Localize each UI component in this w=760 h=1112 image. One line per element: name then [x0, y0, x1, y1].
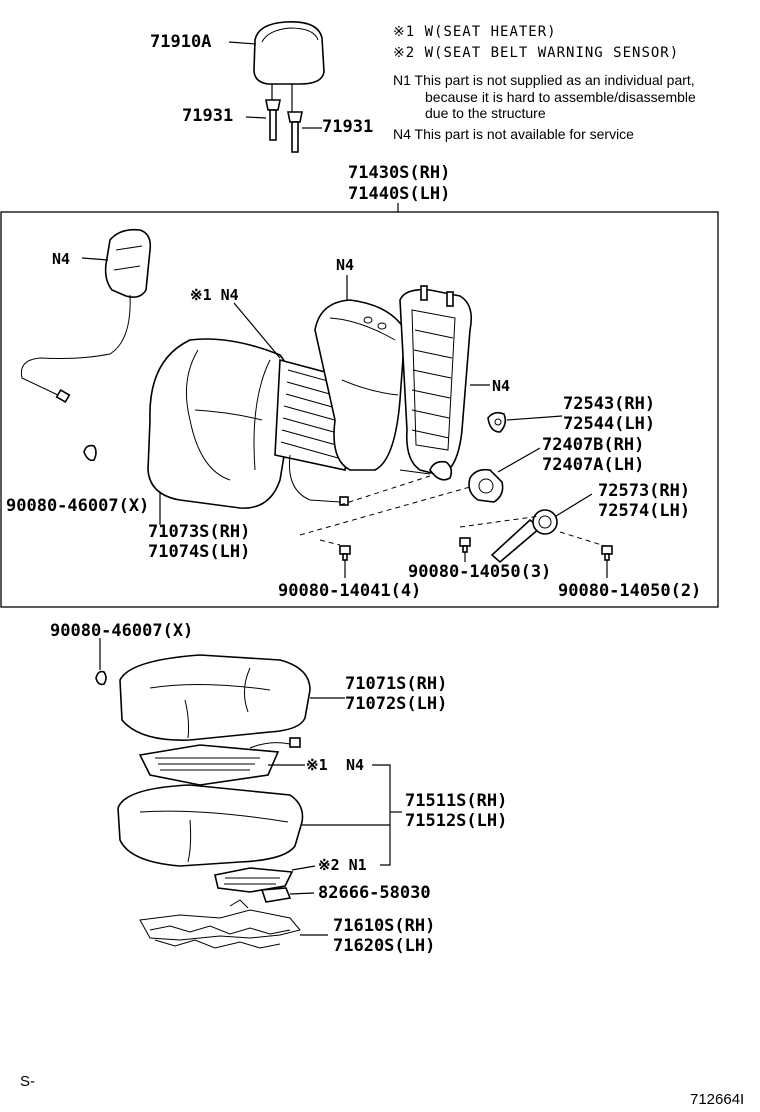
headrest-support-left — [245, 99, 281, 141]
label-71620S: 71620S(LH) — [333, 936, 436, 956]
legend-n4: N4 This part is not available for servic… — [393, 126, 634, 142]
label-72544: 72544(LH) — [563, 414, 656, 434]
label-71430S: 71430S(RH) — [348, 163, 451, 183]
clip-lower — [95, 638, 107, 686]
label-heater-mark: ※1 — [306, 756, 328, 774]
label-90080-46007-upper: 90080-46007(X) — [6, 496, 150, 516]
label-n4-armrest: N4 — [52, 250, 71, 268]
bolt-14041 — [339, 545, 351, 578]
label-sensor-mark: ※2 N1 — [318, 856, 367, 874]
label-71931-left: 71931 — [182, 106, 234, 126]
legend-seat-heater: ※1 W(SEAT HEATER) — [393, 24, 557, 40]
label-71074S: 71074S(LH) — [148, 542, 251, 562]
armrest-harness — [20, 228, 152, 404]
label-n4-pad: N4 — [336, 256, 355, 274]
label-90080-14050-2: 90080-14050(2) — [558, 581, 702, 601]
label-heater-n4: ※1 N4 — [190, 286, 239, 304]
seatback-frame — [399, 285, 490, 476]
bolt-14050-2 — [601, 545, 613, 578]
label-90080-14041: 90080-14041(4) — [278, 581, 422, 601]
hinge-cover — [487, 411, 563, 433]
legend-n1-line2: because it is hard to assemble/disassemb… — [425, 89, 696, 105]
bolt-14050-3 — [459, 537, 471, 562]
legend-n1-line1: N1 This part is not supplied as an indiv… — [393, 72, 695, 88]
headrest — [228, 21, 325, 112]
label-72543: 72543(RH) — [563, 394, 656, 414]
headrest-support-right — [287, 111, 322, 153]
label-71071S: 71071S(RH) — [345, 674, 448, 694]
seat-belt-sensor — [214, 865, 316, 893]
seatback-pad — [314, 275, 406, 471]
label-71910A: 71910A — [150, 32, 212, 52]
label-71072S: 71072S(LH) — [345, 694, 448, 714]
label-71610S: 71610S(RH) — [333, 916, 436, 936]
seat-cushion-heater — [138, 737, 305, 786]
connector — [260, 887, 315, 903]
legend-belt-sensor: ※2 W(SEAT BELT WARNING SENSOR) — [393, 45, 680, 61]
label-n4-frame: N4 — [492, 377, 511, 395]
clip-upper — [83, 444, 97, 462]
label-n4-cushion: N4 — [346, 756, 365, 774]
footer-left: S- — [20, 1073, 35, 1090]
seat-cushion-cover — [119, 654, 345, 741]
label-72574: 72574(LH) — [598, 501, 691, 521]
recliner-adjuster — [399, 447, 541, 503]
label-72407B: 72407B(RH) — [542, 435, 645, 455]
label-71931-right: 71931 — [322, 117, 374, 137]
label-72573: 72573(RH) — [598, 481, 691, 501]
label-82666-58030: 82666-58030 — [318, 883, 431, 903]
seatback-assembly-box — [0, 211, 719, 608]
recliner-bracket — [490, 493, 593, 564]
seatback-cover — [147, 338, 295, 509]
seat-spring — [139, 899, 328, 949]
label-71511S: 71511S(RH) — [405, 791, 508, 811]
label-71440S: 71440S(LH) — [348, 184, 451, 204]
label-71512S: 71512S(LH) — [405, 811, 508, 831]
footer-drawing-number: 712664I — [690, 1091, 745, 1108]
label-72407A: 72407A(LH) — [542, 455, 645, 475]
label-90080-46007-lower: 90080-46007(X) — [50, 621, 194, 641]
seat-cushion-pad — [117, 784, 390, 867]
legend-n1-line3: due to the structure — [425, 105, 546, 121]
label-71073S: 71073S(RH) — [148, 522, 251, 542]
label-90080-14050-3: 90080-14050(3) — [408, 562, 552, 582]
